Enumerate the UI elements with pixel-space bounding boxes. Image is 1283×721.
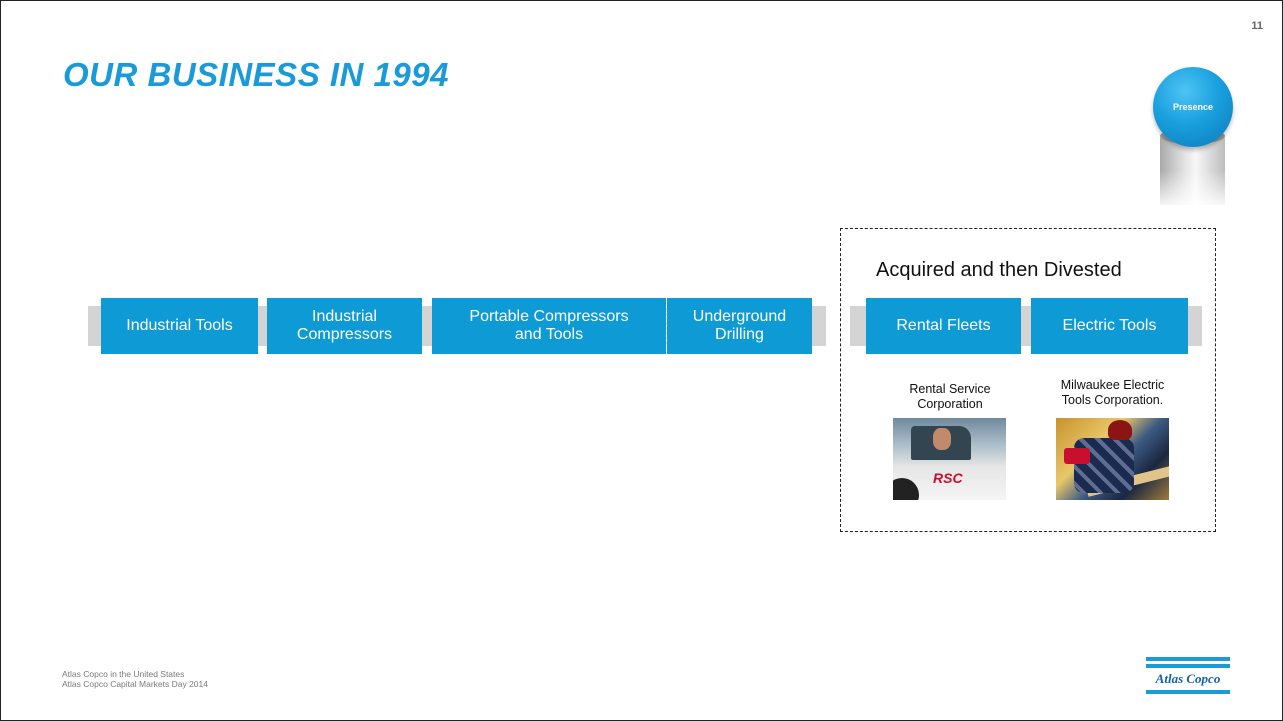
area-label: Portable Compressors and Tools: [469, 308, 629, 343]
area-label: Rental Fleets: [896, 317, 991, 334]
milwaukee-worker-photo: [1056, 418, 1169, 500]
footer-line-2: Atlas Copco Capital Markets Day 2014: [62, 679, 208, 689]
footer: Atlas Copco in the United States Atlas C…: [62, 669, 208, 689]
badge-label: Presence: [1172, 102, 1214, 112]
brand-name: Atlas Copco: [1155, 671, 1221, 686]
milwaukee-caption: Milwaukee Electric Tools Corporation.: [1060, 378, 1165, 407]
area-portable-compressors: Portable Compressors and Tools: [432, 298, 666, 354]
acquired-heading: Acquired and then Divested: [876, 259, 1122, 281]
area-label: Industrial Compressors: [296, 308, 393, 343]
page-title: OUR BUSINESS IN 1994: [63, 56, 449, 93]
acquired-divested-group: [840, 228, 1216, 532]
presence-badge: Presence: [1150, 67, 1240, 210]
area-label: Electric Tools: [1062, 317, 1157, 334]
area-industrial-compressors: Industrial Compressors: [267, 298, 422, 354]
presence-ball: Presence: [1153, 67, 1233, 147]
area-rental-fleets: Rental Fleets: [866, 298, 1021, 354]
rsc-caption: Rental Service Corporation: [909, 382, 991, 411]
area-label: Industrial Tools: [126, 317, 233, 334]
area-industrial-tools: Industrial Tools: [101, 298, 258, 354]
area-divider: [666, 300, 667, 352]
page-number: 11: [1251, 20, 1263, 32]
area-label: Underground Drilling: [692, 308, 787, 343]
area-electric-tools: Electric Tools: [1031, 298, 1188, 354]
footer-line-1: Atlas Copco in the United States: [62, 669, 185, 679]
atlas-copco-logo: Atlas Copco: [1146, 657, 1230, 697]
rsc-logo: RSC: [933, 470, 963, 486]
rsc-truck-photo: RSC: [893, 418, 1006, 500]
area-underground-drilling: Underground Drilling: [667, 298, 812, 354]
